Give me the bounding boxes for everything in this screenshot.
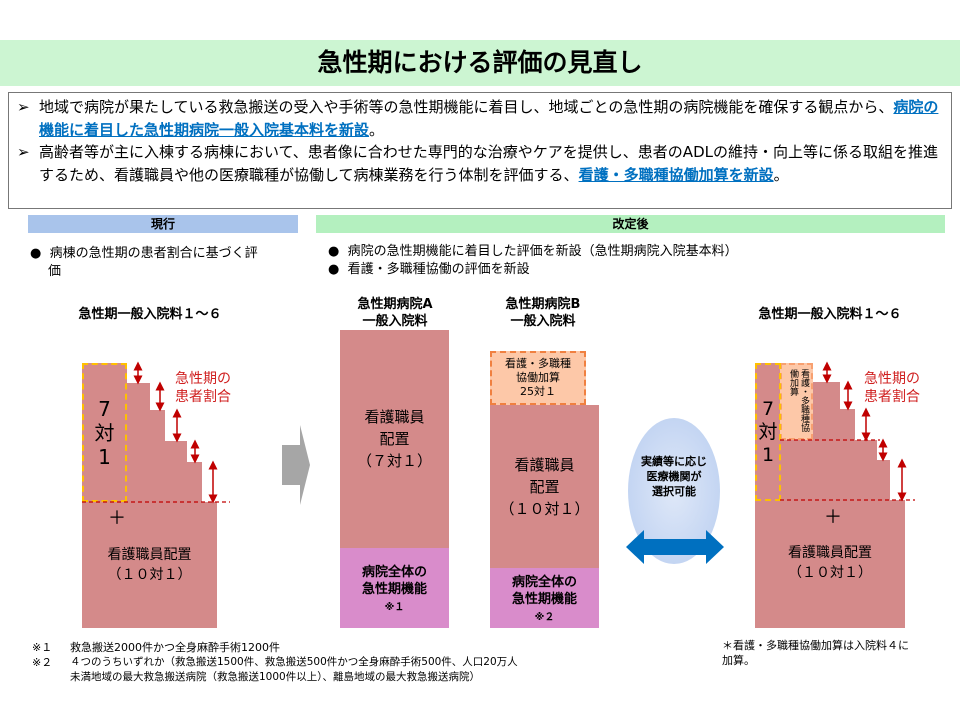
step-bar (165, 441, 187, 503)
step-bar (877, 460, 890, 502)
plus-sign: ＋ (108, 508, 126, 529)
hospital-a-function: 病院全体の 急性期機能 ※１ (340, 548, 449, 628)
summary-bullet: ➢高齢者等が主に入棟する病棟において、患者像に合わせた専門的な治療やケアを提供し… (17, 141, 943, 186)
summary-box: ➢地域で病院が果たしている救急搬送の受入や手術等の急性期機能に着目し、地域ごとの… (8, 92, 952, 209)
arrow-bullet-icon: ➢ (17, 98, 30, 116)
revised-header: 改定後 (316, 215, 945, 233)
arrow-bullet-icon: ➢ (17, 143, 30, 161)
acute-ratio-label: 急性期の 患者割合 (175, 371, 231, 405)
plus-sign: ＋ (824, 507, 842, 528)
hospital-a-title: 急性期病院A 一般入院料 (357, 297, 433, 329)
base-staff-label: 看護職員配置 （１０対１） (107, 547, 192, 583)
page-title: 急性期における評価の見直し (0, 40, 960, 86)
double-headed-arrow-icon (133, 361, 907, 504)
hospital-b-staff: 看護職員 配置 （１０対１） (490, 405, 599, 568)
acute-ratio-label: 急性期の 患者割合 (864, 371, 920, 405)
step-bar (755, 363, 780, 503)
hospital-b-function: 病院全体の 急性期機能 ※２ (490, 568, 599, 628)
step-bar (813, 382, 840, 442)
hospital-b-addon: 看護・多職種 協働加算 25対１ (490, 351, 586, 405)
right-chart-title: 急性期一般入院料１～６ (758, 307, 902, 322)
step-bar (187, 462, 202, 503)
current-header: 現行 (28, 215, 298, 233)
ratio-7to1-box: 7 対 1 (755, 363, 781, 501)
dashed-line (82, 439, 915, 503)
step-bar (780, 440, 877, 502)
revised-bullets: ● 病院の急性期機能に着目した評価を新設（急性期病院入院基本料） ● 看護・多職… (328, 244, 738, 277)
side-note: ＊看護・多職種協働加算は入院料４に 加算。 (722, 639, 909, 667)
highlight-link: 病院の機能に着目した急性期病院一般入院基本料を新設 (39, 98, 939, 139)
right-arrow-icon (282, 425, 310, 505)
base-bar (82, 502, 217, 628)
highlight-link: 看護・多職種協働加算を新設 (578, 165, 774, 184)
hospital-a-staff: 看護職員 配置 （７対１） (340, 330, 449, 548)
step-bar (82, 363, 127, 503)
double-arrow-icon (626, 530, 724, 564)
addon-box: 看護・多職種協働加算 (780, 363, 813, 440)
base-staff-label: 看護職員配置 （１０対１） (788, 545, 872, 581)
hospital-b-title: 急性期病院B 一般入院料 (505, 297, 581, 329)
summary-bullet: ➢地域で病院が果たしている救急搬送の受入や手術等の急性期機能に着目し、地域ごとの… (17, 96, 943, 141)
step-bar (840, 409, 855, 442)
base-bar (755, 500, 905, 628)
step-bar (127, 383, 150, 503)
ratio-7to1-box: 7 対 1 (82, 363, 127, 502)
step-bar (150, 410, 165, 503)
current-bullet: ● 病棟の急性期の患者割合に基づく評価 (30, 246, 258, 279)
current-chart-title: 急性期一般入院料１～６ (78, 307, 222, 322)
